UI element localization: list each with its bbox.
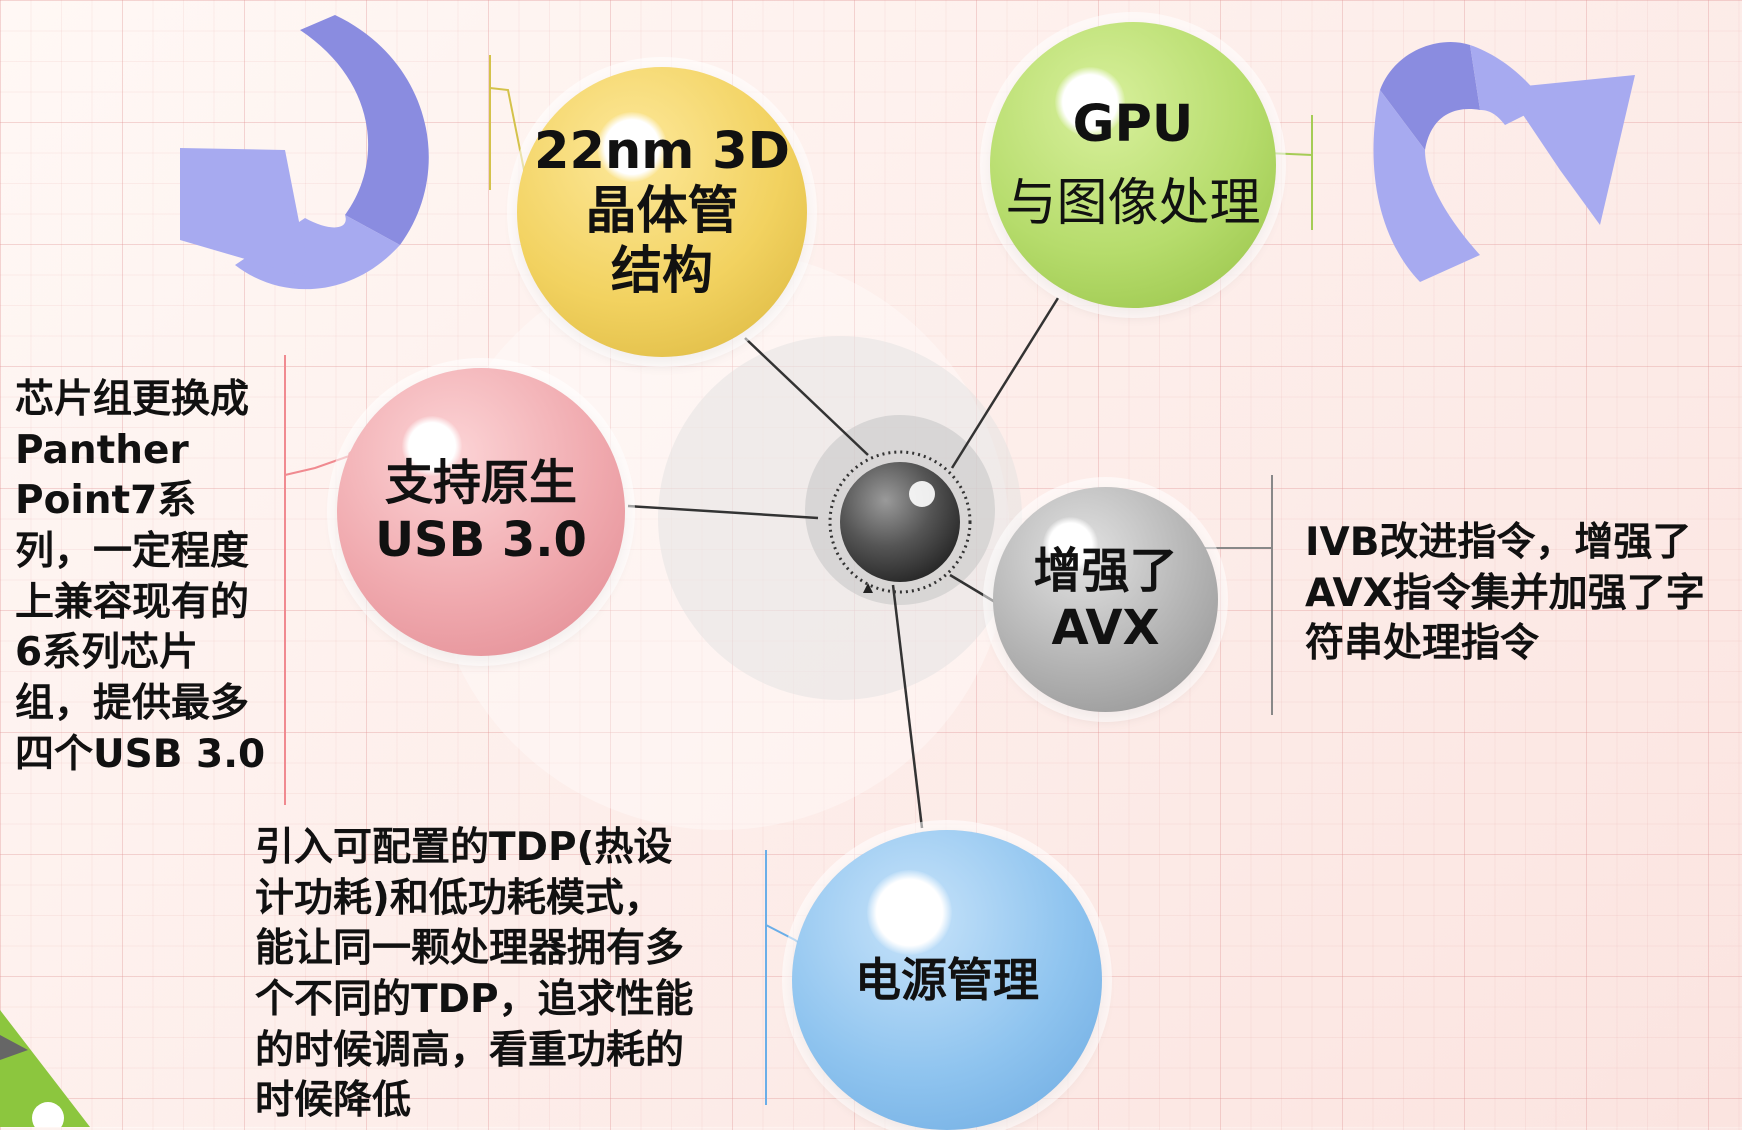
bubble-gpu: GPU 与图像处理: [990, 22, 1276, 308]
hub-highlight: [909, 481, 935, 507]
bubble-transistor: 22nm 3D 晶体管 结构: [517, 67, 807, 357]
bubble-usb: 支持原生 USB 3.0: [337, 368, 625, 656]
right-curved-arrow-icon: [1373, 42, 1635, 282]
transistor-label: 22nm 3D 晶体管 结构: [534, 121, 790, 302]
connector-usb: [627, 504, 819, 520]
corner-ornament: [0, 1010, 90, 1127]
gpu-label-bottom: 与图像处理: [1005, 174, 1261, 234]
connector-avx: [949, 573, 996, 604]
left-curved-arrow-icon: [180, 15, 429, 290]
avx-label: 增强了 AVX: [1033, 542, 1178, 656]
bracket-chipset: [284, 355, 356, 805]
connector-gpu: [950, 297, 1060, 469]
connector-transistor: [744, 337, 869, 456]
hub-ring: [828, 450, 972, 594]
bubble-power: 电源管理: [792, 830, 1102, 1130]
bubble-avx: 增强了 AVX: [993, 487, 1218, 712]
halo-large: [430, 250, 1010, 830]
note-tdp: 引入可配置的TDP(热设 计功耗)和低功耗模式， 能让同一颗处理器拥有多 个不同…: [255, 825, 694, 1124]
gpu-label-top: GPU: [1072, 95, 1194, 155]
hub-pointer: [863, 583, 873, 593]
hub-sphere: [840, 462, 960, 582]
bracket-transistor: [489, 55, 529, 191]
connector-power: [891, 584, 924, 829]
gpu-label: GPU 与图像处理: [1005, 77, 1260, 254]
usb-label: 支持原生 USB 3.0: [375, 455, 587, 568]
power-label: 电源管理: [855, 952, 1039, 1007]
note-ivb: IVB改进指令，增强了 AVX指令集并加强了字 符串处理指令: [1305, 520, 1705, 667]
note-chipset: 芯片组更换成 Panther Point7系 列，一定程度 上兼容现有的 6系列…: [15, 377, 266, 777]
